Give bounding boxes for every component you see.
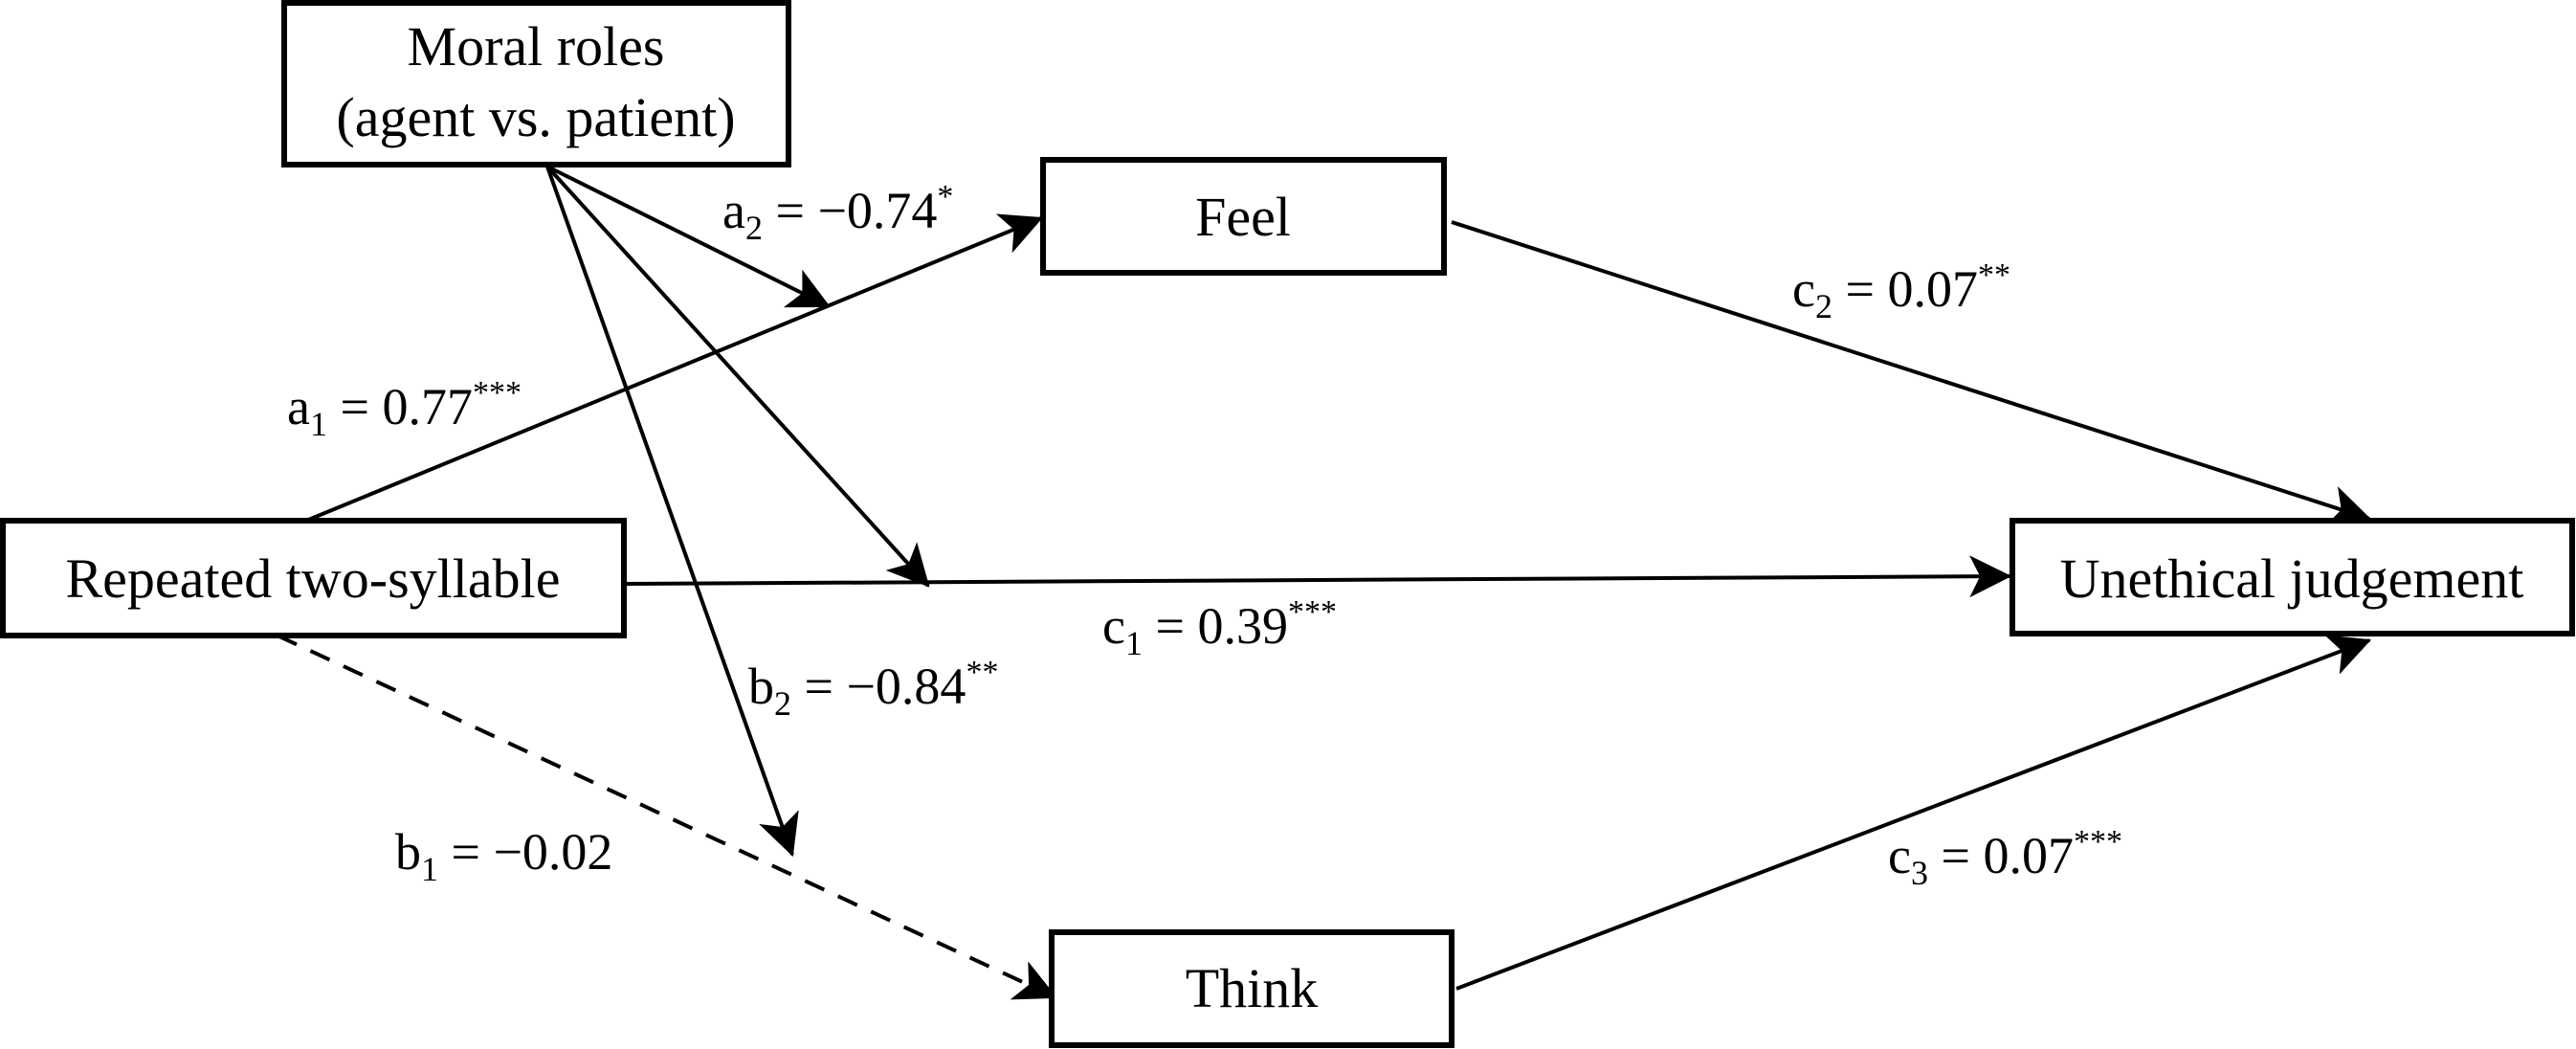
label-a2-eq: =: [763, 182, 817, 239]
label-a1-sig: ***: [473, 375, 522, 411]
node-feel: Feel: [1040, 157, 1447, 276]
node-moral-roles-line2: (agent vs. patient): [336, 86, 735, 148]
node-feel-label: Feel: [1195, 186, 1291, 248]
label-b2-index: 2: [774, 684, 791, 723]
label-a2-value: −0.74: [817, 182, 937, 239]
label-a1-index: 1: [310, 405, 327, 443]
label-c3: c3 = 0.07***: [1888, 824, 2122, 892]
label-a1-eq: =: [327, 378, 382, 435]
label-c2-value: 0.07: [1887, 260, 1978, 318]
label-c3-eq: =: [1928, 827, 1983, 884]
edge-moderation-on-c1: [545, 165, 930, 588]
edge-c3-think-to-unethical: [1455, 635, 2372, 991]
label-a2: a2 = −0.74*: [722, 179, 953, 247]
label-a1-value: 0.77: [382, 378, 473, 435]
label-c2-index: 2: [1815, 287, 1832, 325]
node-think-label: Think: [1186, 957, 1319, 1019]
node-moral-roles-line1: Moral roles: [408, 15, 665, 78]
label-a2-index: 2: [745, 209, 763, 247]
edge-c1-repeated-to-unethical: [623, 555, 2012, 598]
label-b1-letter: b: [395, 823, 421, 881]
label-a1-letter: a: [287, 378, 310, 435]
label-c1-value: 0.39: [1197, 597, 1288, 655]
edge-b2-moderation-on-b1: [545, 166, 799, 858]
label-a2-letter: a: [722, 182, 745, 239]
node-unethical-judgement: Unethical judgement: [2010, 518, 2575, 636]
node-repeated-two-syllable: Repeated two-syllable: [0, 518, 627, 638]
node-repeated-label: Repeated two-syllable: [66, 547, 561, 610]
edge-a1-repeated-to-feel: [305, 213, 1044, 523]
label-c3-letter: c: [1888, 827, 1911, 884]
label-c1-letter: c: [1102, 597, 1125, 655]
label-b2: b2 = −0.84**: [748, 655, 998, 723]
label-c2-letter: c: [1792, 260, 1815, 318]
label-c3-sig: ***: [2074, 824, 2122, 859]
label-b2-value: −0.84: [846, 658, 966, 715]
edge-c2-feel-to-unethical: [1451, 220, 2372, 527]
node-think: Think: [1049, 929, 1455, 1048]
label-c1-sig: ***: [1288, 594, 1337, 630]
label-c2-sig: **: [1978, 257, 2010, 293]
label-c1-index: 1: [1125, 624, 1143, 662]
label-b1-index: 1: [421, 850, 438, 888]
label-a1: a1 = 0.77***: [287, 375, 522, 443]
label-c1-eq: =: [1143, 597, 1197, 655]
label-b1: b1 = −0.02: [395, 823, 612, 888]
label-c3-index: 3: [1911, 854, 1928, 892]
label-b1-eq: =: [438, 823, 493, 881]
edge-a2-moderation-on-a1: [546, 165, 831, 308]
label-b2-sig: **: [966, 655, 998, 690]
node-unethical-label: Unethical judgement: [2060, 547, 2524, 610]
label-c2: c2 = 0.07**: [1792, 257, 2010, 325]
label-a2-sig: *: [937, 179, 953, 214]
label-c2-eq: =: [1832, 260, 1887, 318]
label-b1-value: −0.02: [493, 823, 612, 881]
node-moral-roles: Moral roles (agent vs. patient): [281, 0, 791, 167]
label-c3-value: 0.07: [1983, 827, 2074, 884]
label-b2-eq: =: [791, 658, 846, 715]
label-c1: c1 = 0.39***: [1102, 594, 1337, 662]
label-b2-letter: b: [748, 658, 774, 715]
